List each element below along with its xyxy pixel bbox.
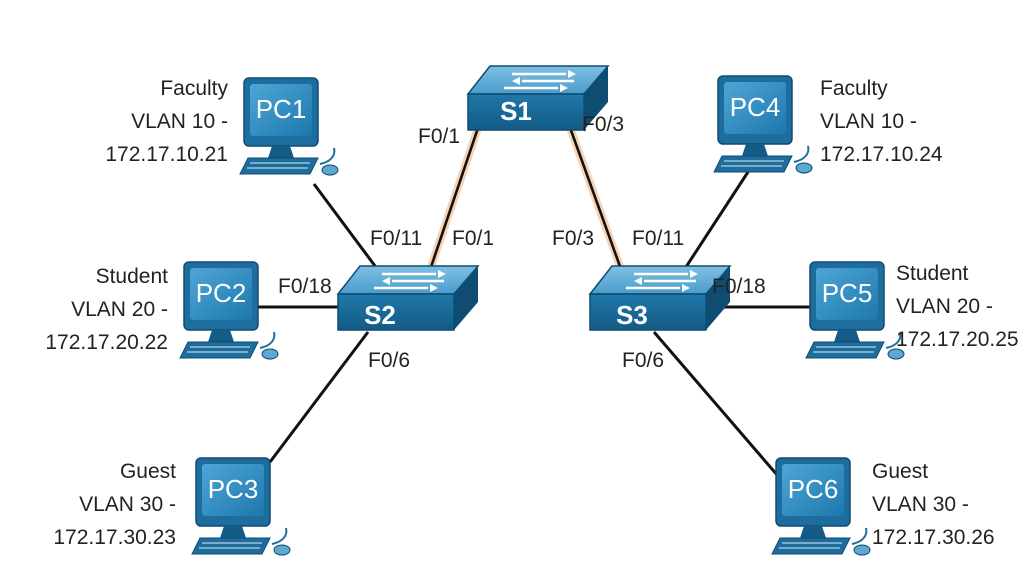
pc2-info: Student VLAN 20 - 172.17.20.22: [0, 260, 168, 359]
trunk-link-s1-s2: [428, 121, 482, 271]
pc6-ip: 172.17.30.26: [872, 526, 995, 549]
port-label-s2-f06: F0/6: [368, 349, 411, 372]
pc5-group: Student: [896, 262, 969, 285]
pc3-label: PC3: [208, 474, 259, 504]
switch-s2: S2: [336, 264, 480, 332]
port-label-s3-f018: F0/18: [712, 275, 766, 298]
pc2: PC2: [179, 261, 279, 360]
pc2-vlan: VLAN 20 -: [71, 298, 168, 321]
pc3-vlan: VLAN 30 -: [79, 493, 176, 516]
switch-s3-label: S3: [616, 300, 648, 330]
pc5-vlan: VLAN 20 -: [896, 295, 993, 318]
switch-s2-label: S2: [364, 300, 396, 330]
port-label-s2-f011: F0/11: [370, 227, 423, 250]
pc6-vlan: VLAN 30 -: [872, 493, 969, 516]
pc1: PC1: [239, 77, 339, 176]
pc1-vlan: VLAN 10 -: [131, 110, 228, 133]
pc3: PC3: [191, 457, 291, 556]
pc6-info: Guest VLAN 30 - 172.17.30.26: [872, 455, 1022, 554]
trunk-link-s1-s3: [566, 121, 624, 273]
pc4-vlan: VLAN 10 -: [820, 110, 917, 133]
port-label-s2-f018: F0/18: [278, 275, 332, 298]
pc4-group: Faculty: [820, 77, 888, 100]
pc1-group: Faculty: [160, 77, 228, 100]
link-pc1-s2: [312, 183, 380, 271]
port-label-s1-f01: F0/1: [418, 125, 461, 148]
port-label-s3-f06: F0/6: [622, 349, 665, 372]
switch-s1-label: S1: [500, 96, 532, 126]
link-pc6-s3: [652, 331, 780, 477]
pc4: PC4: [713, 75, 813, 174]
port-label-s3-f03: F0/3: [552, 227, 595, 250]
link-pc3-s2: [268, 331, 370, 463]
pc3-info: Guest VLAN 30 - 172.17.30.23: [8, 455, 176, 554]
port-label-s2-f01: F0/1: [452, 227, 495, 250]
pc4-ip: 172.17.10.24: [820, 143, 943, 166]
pc2-group: Student: [95, 265, 168, 288]
pc1-info: Faculty VLAN 10 - 172.17.10.21: [60, 72, 228, 171]
pc1-label: PC1: [256, 94, 307, 124]
pc5: PC5: [805, 261, 905, 360]
pc6: PC6: [771, 457, 871, 556]
pc1-ip: 172.17.10.21: [105, 143, 228, 166]
pc6-label: PC6: [788, 474, 839, 504]
pc4-info: Faculty VLAN 10 - 172.17.10.24: [820, 72, 990, 171]
pc6-group: Guest: [872, 460, 929, 483]
link-pc4-s3: [682, 171, 750, 271]
pc3-ip: 172.17.30.23: [53, 526, 176, 549]
port-label-s3-f011: F0/11: [632, 227, 685, 250]
port-label-s1-f03: F0/3: [582, 113, 625, 136]
pc5-label: PC5: [822, 278, 873, 308]
pc4-label: PC4: [730, 92, 781, 122]
pc5-ip: 172.17.20.25: [896, 328, 1019, 351]
pc2-ip: 172.17.20.22: [45, 331, 168, 354]
pc5-info: Student VLAN 20 - 172.17.20.25: [896, 257, 1028, 356]
links: [258, 118, 810, 477]
switch-s1: S1: [466, 64, 610, 132]
switch-s3: S3: [588, 264, 732, 332]
pc2-label: PC2: [196, 278, 247, 308]
pc3-group: Guest: [119, 460, 176, 483]
